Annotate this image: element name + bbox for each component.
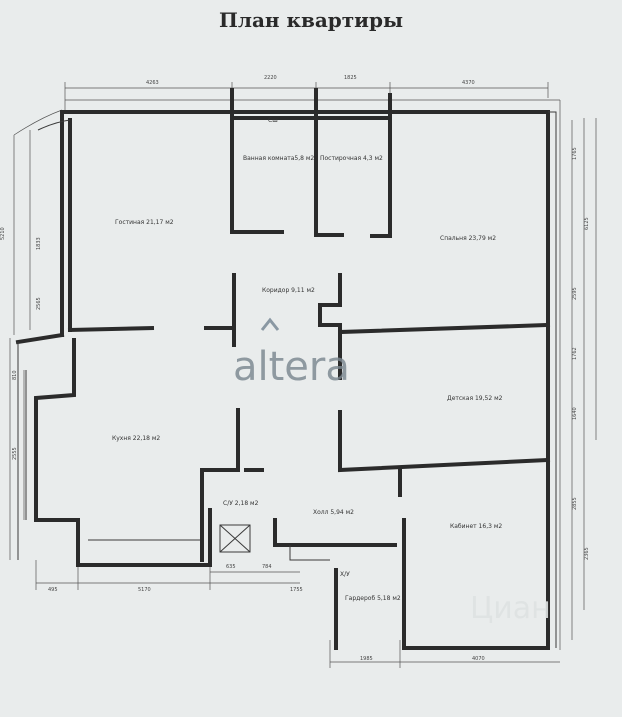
dim-right-6: 2855 [572,497,578,510]
room-kitchen-label: Кухня 22,18 м2 [112,435,160,442]
dimension-lines-left [9,109,63,560]
dim-top-4: 4370 [462,80,475,86]
dim-right-3: 2595 [572,287,578,300]
dim-top-3: 1825 [344,75,357,81]
shower-mark-label: Сш [268,117,278,124]
room-wc-label: С/У 2,18 м2 [223,500,259,507]
watermark-logo [260,317,280,331]
dim-left-2: 1833 [36,237,42,250]
dim-bottom-1: 495 [48,587,58,593]
watermark-cian-text: Циан [470,591,551,626]
dim-bottom-4: 784 [262,564,272,570]
dim-left-1: 5210 [0,227,6,240]
room-wardrobe-label: Гардероб 5,18 м2 [345,595,401,602]
dim-bottom-6: 1985 [360,656,373,662]
room-laundry-label: Постирочная 4,3 м2 [320,155,383,162]
room-bedroom-label: Спальня 23,79 м2 [440,235,496,242]
room-corridor-label: Коридор 9,11 м2 [262,287,315,294]
dim-left-4: 810 [12,370,18,380]
dim-left-5: 2555 [12,447,18,460]
hall-mark-label: Х/У [340,571,350,578]
room-living-label: Гостиная 21,17 м2 [115,219,174,226]
dim-bottom-5: 1755 [290,587,303,593]
room-kids-label: Детская 19,52 м2 [447,395,503,402]
watermark-roof-icon [260,317,280,331]
dim-right-4: 1762 [572,347,578,360]
dimension-lines-top [64,82,560,110]
plan-title: План квартиры [218,8,404,32]
room-hall-label: Холл 5,94 м2 [313,509,354,516]
dim-bottom-7: 4070 [472,656,485,662]
watermark-text: altera [233,344,350,390]
dim-right-7: 2365 [584,547,590,560]
dim-bottom-3: 635 [226,564,236,570]
room-bathroom-label: Ванная комната5,8 м2 [243,155,314,162]
dim-top-1: 4263 [146,80,159,86]
dim-right-1: 1765 [572,147,578,160]
dim-right-2: 6125 [584,217,590,230]
dim-right-5: 1640 [572,407,578,420]
dimension-lines-right [559,100,597,650]
dim-bottom-2: 5170 [138,587,151,593]
interior-walls [17,88,557,648]
dim-top-2: 2220 [264,75,277,81]
dim-left-3: 2565 [36,297,42,310]
room-study-label: Кабинет 16,3 м2 [450,523,502,530]
